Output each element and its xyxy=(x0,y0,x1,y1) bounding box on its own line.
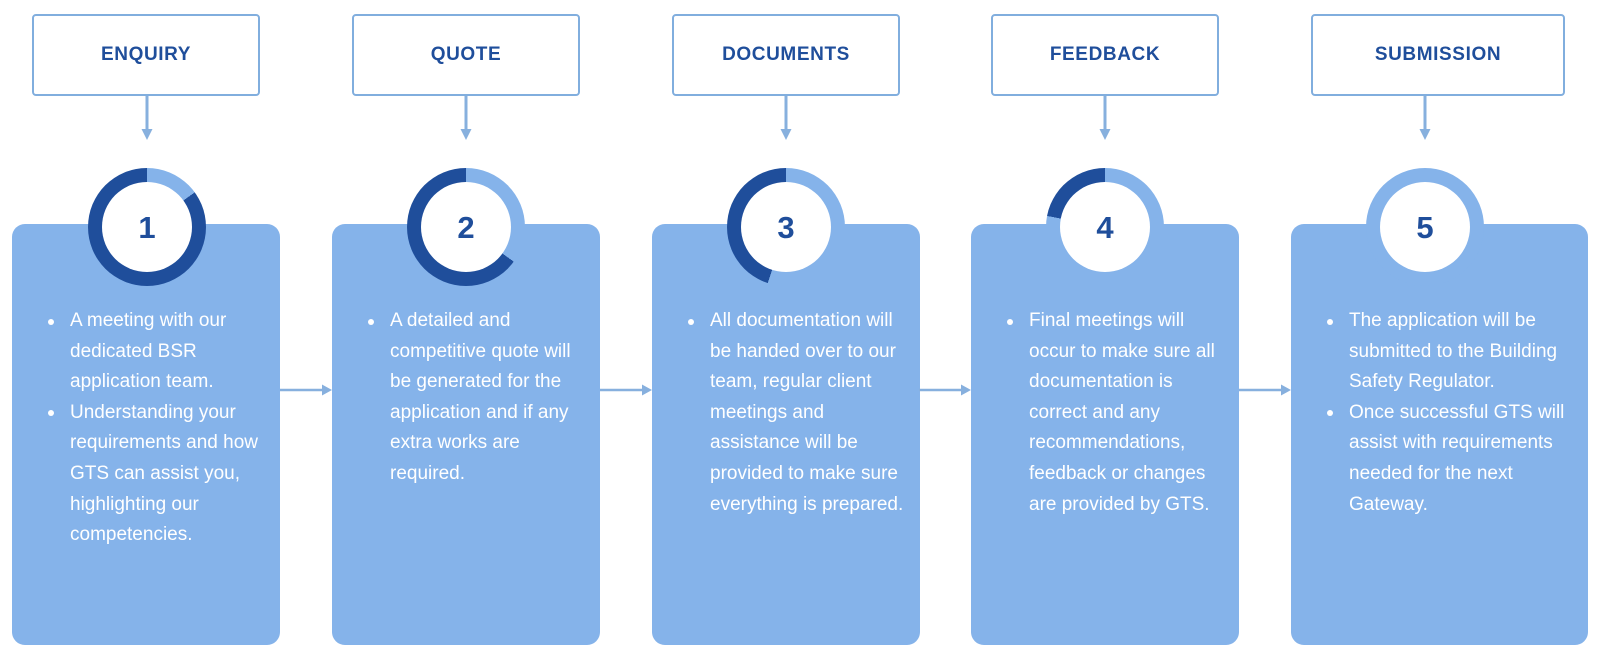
step-progress-donut-4: 4 xyxy=(1046,168,1164,286)
step-bullet: All documentation will be handed over to… xyxy=(688,306,904,520)
step-card-1: A meeting with our dedicated BSR applica… xyxy=(12,224,280,645)
stage-header-quote[interactable]: QUOTE xyxy=(352,14,580,96)
step-bullet: A meeting with our dedicated BSR applica… xyxy=(48,306,264,398)
stage-header-documents[interactable]: DOCUMENTS xyxy=(672,14,900,96)
step-number: 4 xyxy=(1096,209,1114,245)
step-bullet-list: Final meetings will occur to make sure a… xyxy=(971,224,1239,520)
step-card-2: A detailed and competitive quote will be… xyxy=(332,224,600,645)
step-progress-donut-1: 1 xyxy=(88,168,206,286)
step-card-4: Final meetings will occur to make sure a… xyxy=(971,224,1239,645)
step-bullet-list: All documentation will be handed over to… xyxy=(652,224,920,520)
donut-hole xyxy=(1380,182,1470,272)
step-bullet: Understanding your requirements and how … xyxy=(48,398,264,551)
step-card-3: All documentation will be handed over to… xyxy=(652,224,920,645)
step-number: 5 xyxy=(1416,209,1434,245)
donut-hole xyxy=(102,182,192,272)
stage-header-label: DOCUMENTS xyxy=(722,44,850,65)
step-number: 2 xyxy=(457,209,475,245)
stage-header-label: ENQUIRY xyxy=(100,44,192,65)
arrow-down-icon xyxy=(136,96,158,142)
arrow-right-icon xyxy=(280,383,332,397)
step-card-5: The application will be submitted to the… xyxy=(1291,224,1588,645)
step-bullet: A detailed and competitive quote will be… xyxy=(368,306,584,490)
step-number: 3 xyxy=(777,209,795,245)
step-progress-donut-5: 5 xyxy=(1366,168,1484,286)
step-bullet-list: The application will be submitted to the… xyxy=(1291,224,1588,520)
stage-header-label: FEEDBACK xyxy=(1049,44,1161,65)
arrow-down-icon xyxy=(775,96,797,142)
step-number: 1 xyxy=(138,209,156,245)
step-bullet-list: A meeting with our dedicated BSR applica… xyxy=(12,224,280,551)
step-bullet-list: A detailed and competitive quote will be… xyxy=(332,224,600,490)
step-bullet: The application will be submitted to the… xyxy=(1327,306,1572,398)
step-bullet: Once successful GTS will assist with req… xyxy=(1327,398,1572,520)
stage-header-feedback[interactable]: FEEDBACK xyxy=(991,14,1219,96)
stage-header-enquiry[interactable]: ENQUIRY xyxy=(32,14,260,96)
step-progress-donut-3: 3 xyxy=(727,168,845,286)
donut-hole xyxy=(421,182,511,272)
stage-header-label: QUOTE xyxy=(430,44,502,65)
arrow-right-icon xyxy=(1239,383,1291,397)
stage-header-label: SUBMISSION xyxy=(1374,44,1502,65)
step-bullet: Final meetings will occur to make sure a… xyxy=(1007,306,1223,520)
arrow-right-icon xyxy=(600,383,652,397)
stage-header-submission[interactable]: SUBMISSION xyxy=(1311,14,1565,96)
donut-hole xyxy=(741,182,831,272)
donut-hole xyxy=(1060,182,1150,272)
arrow-right-icon xyxy=(919,383,971,397)
step-progress-donut-2: 2 xyxy=(407,168,525,286)
arrow-down-icon xyxy=(1094,96,1116,142)
arrow-down-icon xyxy=(1414,96,1436,142)
arrow-down-icon xyxy=(455,96,477,142)
